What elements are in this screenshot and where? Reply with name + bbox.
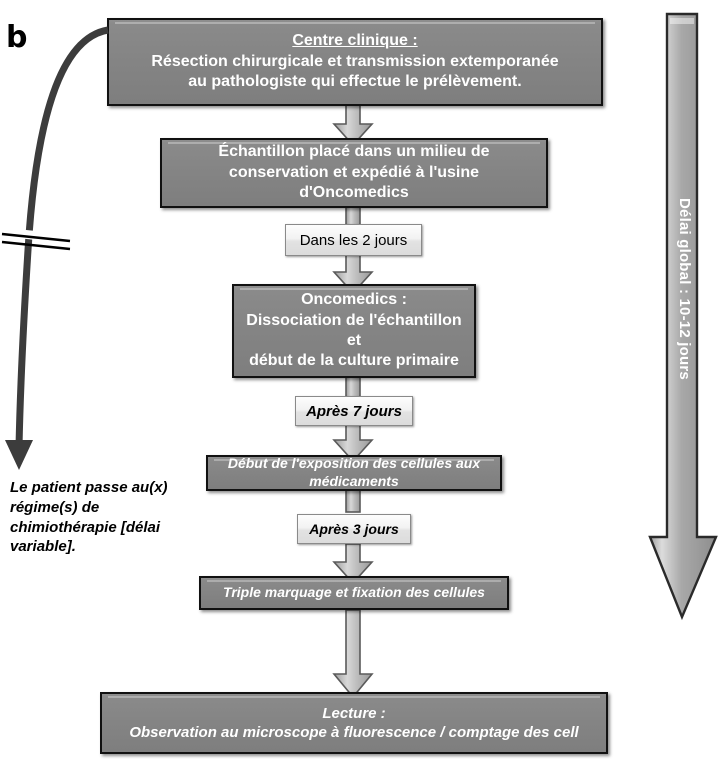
delay-label-text: Après 3 jours [309, 521, 399, 537]
process-box-lecture: Lecture : Observation au microscope à fl… [100, 692, 608, 754]
panel-letter-b: b [6, 20, 28, 55]
box-line: Début de l'exposition des cellules aux [227, 455, 481, 472]
delay-label-7-days: Après 7 jours [295, 396, 413, 426]
box-line: début de la culture primaire [249, 352, 459, 370]
connector-arrow-5 [332, 609, 374, 699]
delay-label-text: Dans les 2 jours [299, 231, 408, 249]
process-box-oncomedics: Oncomedics : Dissociation de l'échantill… [232, 284, 476, 378]
patient-branch-note: Le patient passe au(x) régime(s) de chim… [10, 479, 168, 556]
connector-arrow-1 [332, 103, 374, 147]
connector-arrow-4b [332, 543, 374, 585]
box-title-centre-clinique: Centre clinique : [292, 32, 418, 50]
process-box-triple-marquage: Triple marquage et fixation des cellules [199, 576, 509, 610]
process-box-centre-clinique: Centre clinique : Résection chirurgicale… [107, 18, 603, 106]
box-line: Triple marquage et fixation des cellules [223, 584, 485, 601]
process-box-echantillon-transport: Échantillon placé dans un milieu de cons… [160, 138, 548, 208]
box-line: Résection chirurgicale et transmission e… [151, 52, 559, 70]
delay-label-3-days: Après 3 jours [297, 514, 411, 544]
box-line: au pathologiste qui effectue le prélèvem… [188, 73, 522, 91]
process-box-debut-exposition: Début de l'exposition des cellules aux m… [206, 455, 502, 491]
connector-arrow-2b [332, 253, 374, 295]
box-line: d'Oncomedics [299, 184, 409, 202]
box-title-lecture: Lecture : [322, 704, 386, 722]
box-line: conservation et expédié à l'usine [228, 163, 480, 181]
box-line: Dissociation de l'échantillon et [246, 311, 462, 349]
delay-label-text: Après 7 jours [306, 402, 402, 420]
global-delay-arrow [648, 12, 720, 622]
break-mark [1, 227, 71, 251]
box-title-oncomedics: Oncomedics : [301, 291, 407, 309]
delay-label-2-days: Dans les 2 jours [285, 224, 422, 256]
box-line: Observation au microscope à fluorescence… [129, 724, 579, 741]
box-line: médicaments [309, 473, 399, 489]
box-line: Échantillon placé dans un milieu de [218, 143, 490, 161]
